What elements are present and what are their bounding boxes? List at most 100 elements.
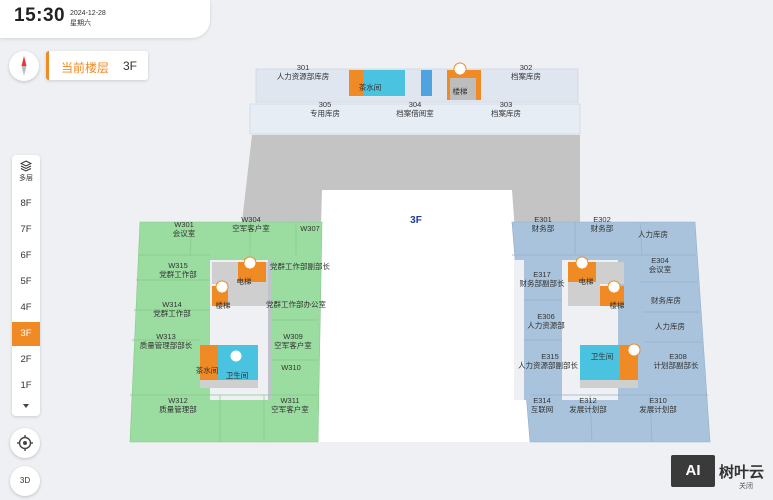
restroom-east[interactable]: 卫生间 — [590, 352, 614, 361]
room-e308-name[interactable]: 计划部副部长 — [653, 361, 699, 370]
room-w313-name[interactable]: 质量管理部部长 — [139, 341, 193, 350]
multi-floor-label: 多层 — [19, 175, 33, 182]
room-e308-number: E308 — [669, 352, 687, 361]
east-wc-block — [580, 345, 620, 381]
stair-east[interactable]: 楼梯 — [609, 301, 625, 310]
floor-7f[interactable]: 7F — [20, 224, 32, 235]
room-w312-name[interactable]: 质量管理部 — [159, 405, 197, 414]
room-w311-number: W311 — [280, 396, 300, 405]
room-w314-name[interactable]: 党群工作部 — [153, 309, 191, 318]
tea-room-west[interactable]: 茶水间 — [195, 366, 219, 375]
floor-2f[interactable]: 2F — [20, 354, 32, 365]
restroom-west[interactable]: 卫生间 — [225, 371, 249, 380]
clock-date: 2024-12-28 星期六 — [70, 9, 106, 29]
room-e310-name[interactable]: 发展计划部 — [639, 405, 677, 414]
view-3d-button[interactable]: 3D — [10, 466, 40, 496]
brand-watermark: AI 树叶云 关闭 — [671, 455, 769, 491]
current-floor-card: 当前楼层 3F — [46, 51, 148, 80]
top-bar: 15:30 2024-12-28 星期六 — [0, 0, 773, 38]
room-e302-number: E302 — [593, 215, 611, 224]
room-301-name[interactable]: 人力资源部库房 — [276, 72, 330, 81]
room-304-name[interactable]: 档案借阅室 — [396, 109, 434, 118]
room-e302-name[interactable]: 财务部 — [590, 224, 614, 233]
floor-5f[interactable]: 5F — [20, 276, 32, 287]
room-party-deputy[interactable]: 党群工作部副部长 — [270, 262, 330, 271]
room-e314-name[interactable]: 互联网 — [530, 405, 554, 414]
stair-west[interactable]: 楼梯 — [215, 301, 231, 310]
tea-room-north[interactable]: 茶水间 — [358, 83, 382, 92]
elevator-east[interactable]: 电梯 — [578, 277, 594, 286]
room-hr-store-2[interactable]: 人力库房 — [655, 322, 685, 331]
room-w301-name[interactable]: 会议室 — [172, 229, 196, 238]
room-w313-number: W313 — [156, 332, 176, 341]
floor-8f[interactable]: 8F — [20, 198, 32, 209]
floor-map[interactable]: 301 人力资源部库房 302 档案库房 茶水间 楼梯 305 专用库房 304… — [120, 60, 720, 450]
close-watermark-button[interactable]: 关闭 — [739, 483, 753, 490]
room-e301-name[interactable]: 财务部 — [531, 224, 555, 233]
room-finance-store[interactable]: 财务库房 — [651, 296, 681, 305]
room-303-name[interactable]: 档案库房 — [491, 109, 521, 118]
room-e315-number: E315 — [541, 352, 559, 361]
room-e312-name[interactable]: 发展计划部 — [569, 405, 607, 414]
chevron-down-icon[interactable] — [20, 401, 32, 411]
compass-icon — [21, 56, 27, 76]
stair-north[interactable]: 楼梯 — [452, 87, 468, 96]
room-e304-number: E304 — [651, 256, 669, 265]
layers-icon — [20, 160, 32, 172]
room-e306-name[interactable]: 人力资源部 — [527, 321, 565, 330]
room-w301-number: W301 — [174, 220, 194, 229]
room-e312-number: E312 — [579, 396, 597, 405]
current-floor-label: 当前楼层 — [61, 61, 110, 75]
floor-4f[interactable]: 4F — [20, 302, 32, 313]
room-w312-number: W312 — [168, 396, 188, 405]
date-text: 2024-12-28 — [70, 10, 106, 17]
clock-time: 15:30 — [14, 5, 66, 26]
room-303-number: 303 — [499, 100, 513, 109]
room-e301-number: E301 — [534, 215, 552, 224]
room-hr-store-1[interactable]: 人力库房 — [638, 230, 668, 239]
room-w304-number: W304 — [241, 215, 261, 224]
floor-selector: 多层 8F 7F 6F 5F 4F 3F 2F 1F — [12, 155, 40, 416]
floor-1f[interactable]: 1F — [20, 380, 32, 391]
room-e306-number: E306 — [537, 312, 555, 321]
brand-logo: AI — [671, 455, 715, 487]
locate-button[interactable] — [10, 428, 40, 458]
room-302-name[interactable]: 档案库房 — [511, 72, 541, 81]
room-e314-number: E314 — [533, 396, 551, 405]
elevator-west[interactable]: 电梯 — [236, 277, 252, 286]
north-wing-top — [255, 68, 579, 103]
room-302-number: 302 — [519, 63, 533, 72]
map-icon-markers — [215, 62, 641, 363]
room-party-office[interactable]: 党群工作部办公室 — [266, 300, 326, 309]
west-tea-block — [200, 345, 218, 381]
atrium-area — [242, 135, 580, 222]
room-w315-number: W315 — [168, 261, 188, 270]
multi-floor-button[interactable]: 多层 — [12, 158, 40, 186]
north-wing-bottom — [249, 103, 581, 135]
current-floor-value: 3F — [123, 59, 138, 73]
room-304-number: 304 — [408, 100, 422, 109]
locate-icon — [17, 435, 33, 451]
floor-3f[interactable]: 3F — [12, 322, 40, 346]
floor-plan-drawing — [129, 62, 711, 443]
clock-panel: 15:30 2024-12-28 星期六 — [0, 0, 210, 38]
room-w310-number: W310 — [281, 363, 301, 372]
floor-center-label: 3F — [410, 215, 422, 226]
room-e310-number: E310 — [649, 396, 667, 405]
central-hall — [315, 190, 530, 442]
room-w315-name[interactable]: 党群工作部 — [159, 270, 197, 279]
room-301-number: 301 — [296, 63, 310, 72]
room-305-name[interactable]: 专用库房 — [310, 109, 340, 118]
room-305-number: 305 — [318, 100, 332, 109]
room-w311-name[interactable]: 空军客户室 — [271, 405, 309, 414]
floor-6f[interactable]: 6F — [20, 250, 32, 261]
room-w309-number: W309 — [283, 332, 303, 341]
room-e317-name[interactable]: 财务部副部长 — [519, 279, 565, 288]
room-w309-name[interactable]: 空军客户室 — [274, 341, 312, 350]
compass-button[interactable] — [9, 51, 39, 81]
room-e315-name[interactable]: 人力资源部副部长 — [518, 361, 578, 370]
room-e317-number: E317 — [533, 270, 551, 279]
room-e304-name[interactable]: 会议室 — [648, 265, 672, 274]
brand-name: 树叶云 — [719, 464, 765, 481]
room-w304-name[interactable]: 空军客户室 — [232, 224, 270, 233]
